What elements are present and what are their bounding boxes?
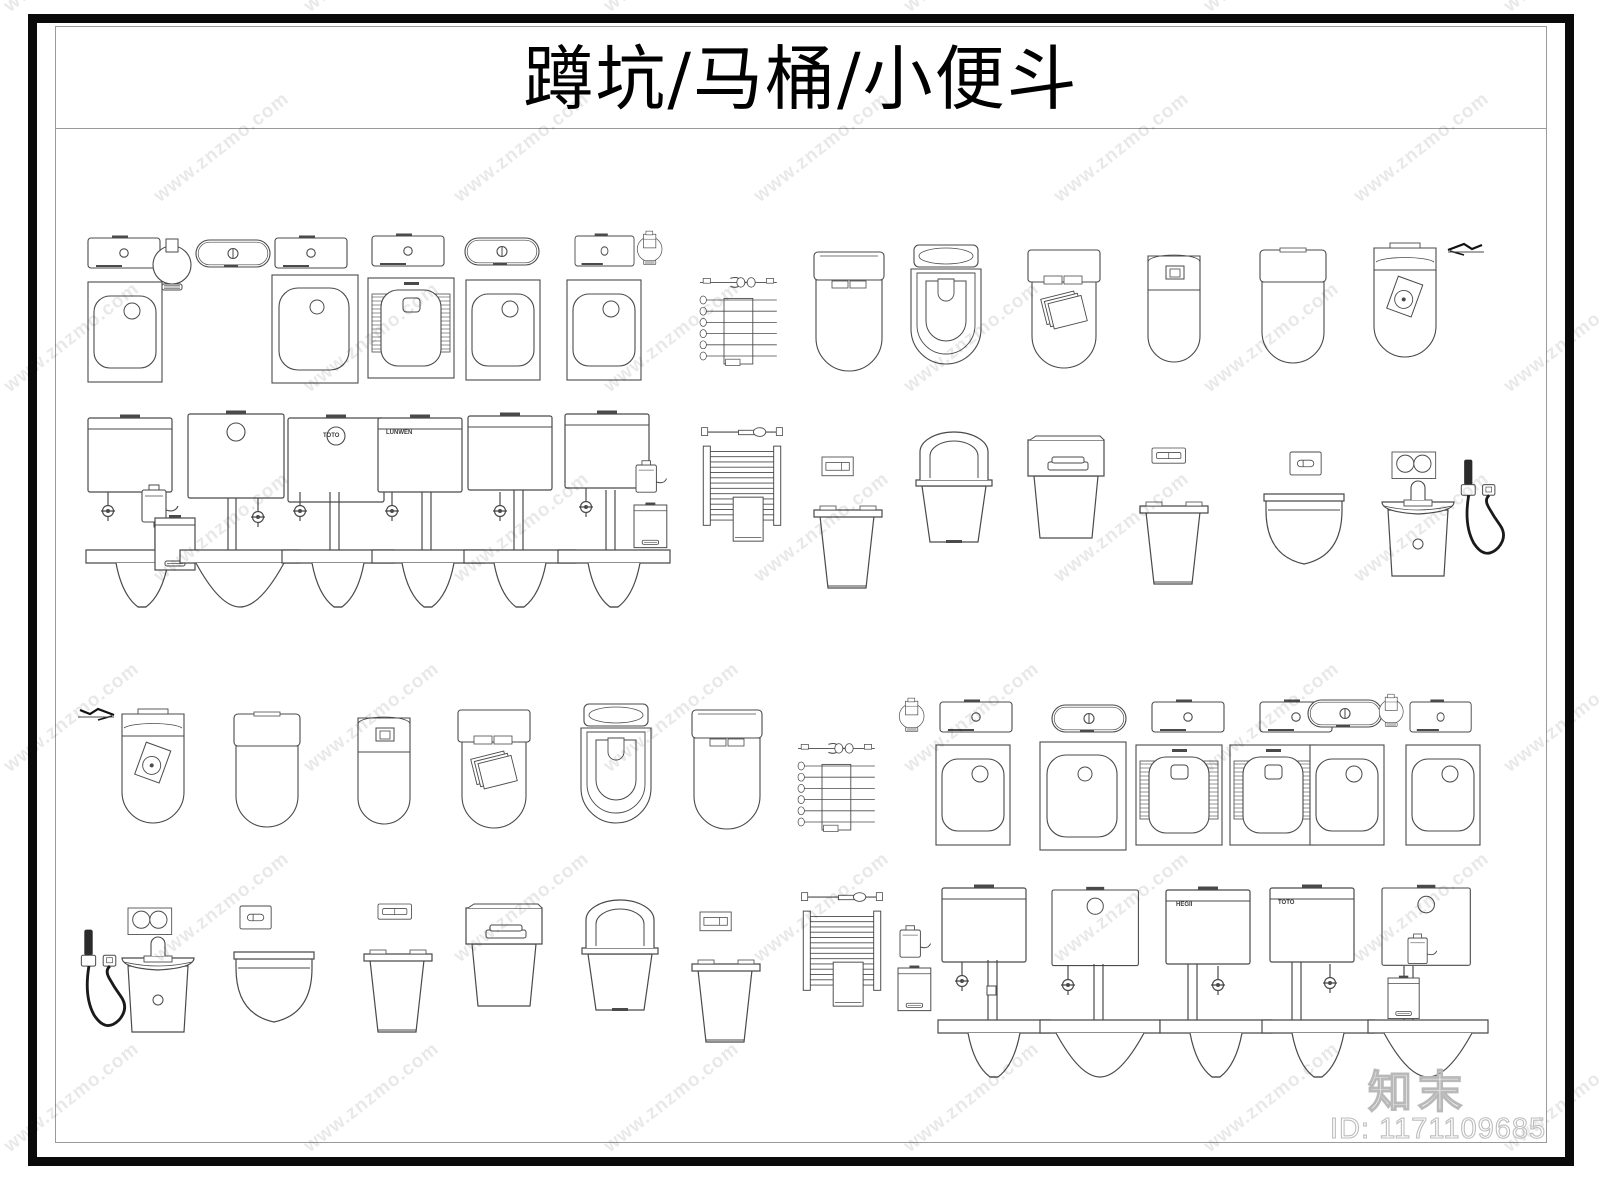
asset-id-label: ID: 1171109685 [1329, 1112, 1547, 1145]
svg-text:LUNWEN: LUNWEN [386, 430, 412, 436]
title-divider-rule [55, 128, 1547, 129]
page-title: 蹲坑/马桶/小便斗 [523, 38, 1079, 120]
row1-plan-group [87, 230, 1486, 384]
svg-text:TOTO: TOTO [1278, 900, 1295, 906]
row2-elevation-group: TOTO LUNWEN [85, 409, 1505, 608]
row3-plan-group [76, 693, 1481, 851]
svg-text:TOTO: TOTO [323, 433, 340, 439]
drawing-inner-frame [55, 26, 1547, 1143]
znzmo-logo: 知末 [1367, 1066, 1468, 1118]
svg-text:HEGII: HEGII [1176, 902, 1193, 908]
row4-elevation-group: HEGII TOTO [79, 883, 1489, 1078]
